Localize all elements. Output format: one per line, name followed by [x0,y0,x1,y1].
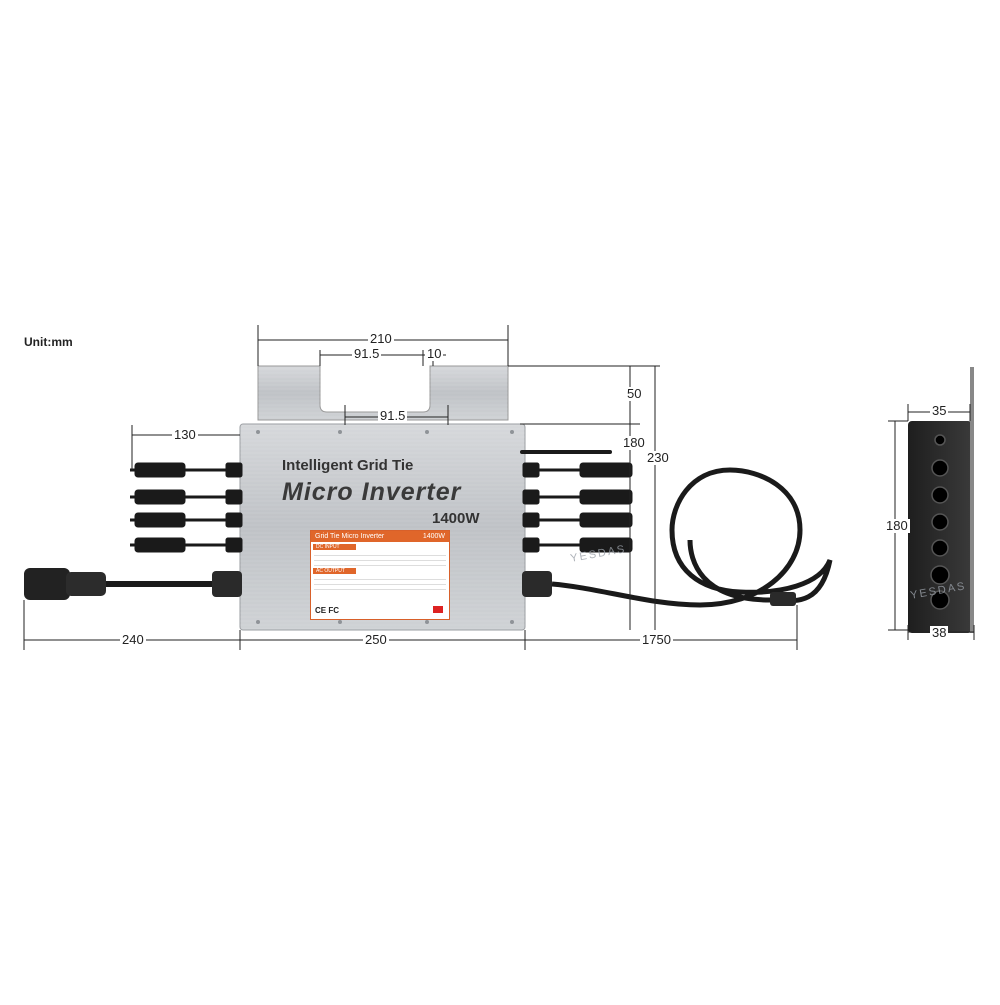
dim-slot-spacing-top: 91.5 [352,346,382,361]
nameplate-header: Grid Tie Micro Inverter 1400W [311,531,449,542]
product-power: 1400W [432,510,480,527]
nameplate-power: 1400W [422,533,445,540]
left-pv-connectors [130,462,243,553]
dim-slot-spacing-inner: 91.5 [378,408,408,423]
product-title-line2: Micro Inverter [282,478,462,506]
dim-side-top-depth: 35 [930,403,949,418]
dim-tab-height: 50 [625,386,644,401]
dim-body-height: 180 [621,435,647,450]
dim-side-bottom-depth: 38 [930,625,949,640]
unit-label: Unit:mm [24,335,73,349]
dim-top-width: 210 [368,331,394,346]
nameplate-title: Grid Tie Micro Inverter [315,533,385,540]
dim-total-height: 230 [645,450,671,465]
product-title-line1: Intelligent Grid Tie [282,457,414,474]
nameplate-dc-rows [314,551,446,566]
dim-ac-input-cable: 240 [120,632,146,647]
dim-side-height: 180 [884,518,910,533]
right-pv-connectors [522,462,633,553]
dim-body-width: 250 [363,632,389,647]
dim-ac-output-cable: 1750 [640,632,673,647]
nameplate-label: Grid Tie Micro Inverter 1400W DC INPUT A… [310,530,450,620]
antenna [520,450,612,454]
dim-pv-cable-length: 130 [172,427,198,442]
ac-input-cable [24,568,242,600]
certification-marks: CE FC [315,606,339,615]
nameplate-ac-rows [314,575,446,590]
ac-output-cable [522,467,833,608]
dim-slot-width: 10 [425,346,444,361]
nameplate-ac-section: AC OUTPUT [313,568,356,574]
nameplate-dc-section: DC INPUT [313,544,356,550]
side-view [908,367,974,633]
flag-icon [433,606,443,613]
